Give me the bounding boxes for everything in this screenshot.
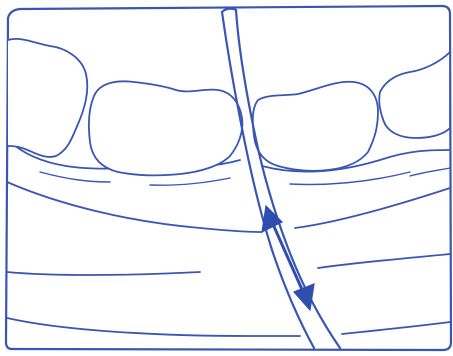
floss-strand-right-edge — [236, 10, 340, 348]
floss-strand-tip — [222, 9, 236, 12]
jaw-line-left — [7, 182, 262, 232]
gum-line-right-dash-2 — [410, 168, 450, 176]
gum-line-right-dash — [290, 172, 410, 185]
jaw-bottom-curve-left — [7, 318, 300, 336]
tooth-third — [253, 82, 378, 171]
tooth-right — [379, 52, 450, 138]
tooth-second — [89, 81, 243, 175]
jaw-lower-curve-right — [318, 254, 450, 268]
jaw-bottom-curve-right — [342, 322, 450, 334]
jaw-line-right — [295, 188, 450, 228]
arrow-head-up — [262, 206, 282, 232]
jaw-lower-curve-left — [7, 272, 200, 275]
tooth-left — [8, 39, 87, 157]
arrow-shaft — [272, 222, 304, 294]
gum-line-upper-dash-left — [40, 172, 110, 182]
gum-line-upper-dash-mid — [150, 178, 230, 185]
arrow-head-down — [294, 284, 314, 310]
